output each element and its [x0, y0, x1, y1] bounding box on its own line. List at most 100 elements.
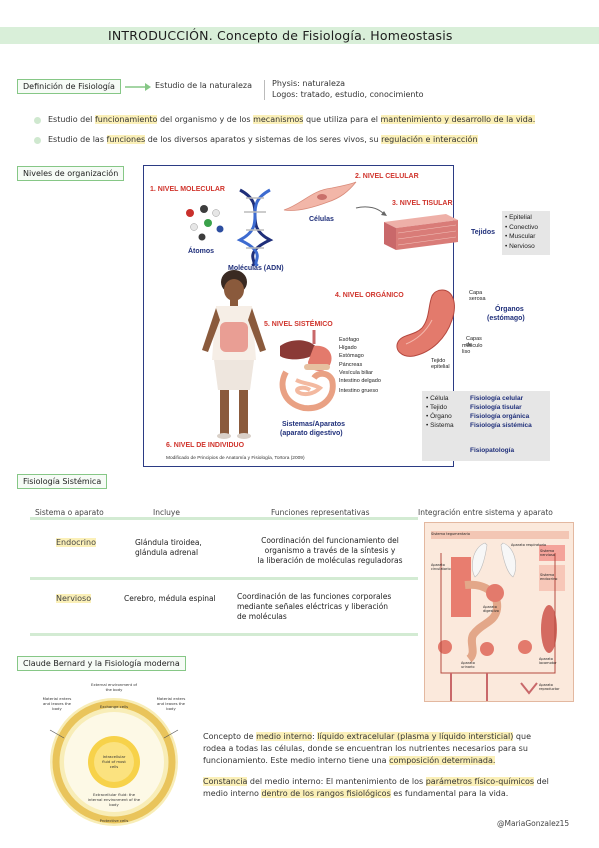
diagram-label: Sistema tegumentario — [431, 532, 471, 536]
diagram-label: Sistema nervioso — [540, 549, 555, 557]
title-band — [0, 27, 599, 44]
diagram-label: Aparato reproductor — [539, 683, 560, 691]
sistemas-label: Sistemas/Aparatos — [282, 421, 346, 428]
row-divider — [30, 633, 418, 636]
bullet-funcionamiento: Estudio del funcionamiento del organismo… — [48, 115, 536, 124]
incluye-line: Cerebro, médula espinal — [124, 594, 216, 603]
diagram-label: Aparato circulatorio — [431, 563, 451, 571]
dna-illustration — [236, 188, 274, 266]
figure-caption: Intracellular fluid of most cells — [102, 754, 126, 769]
girl-illustration — [202, 270, 266, 439]
celulas-label: Células — [309, 216, 334, 223]
constancia-paragraph: Constancia del medio interno: El manteni… — [203, 777, 549, 798]
moleculas-label: Moléculas (ADN) — [228, 265, 284, 272]
tejidos-list-box: • Epitelial • Conectivo • Muscular • Ner… — [502, 211, 550, 255]
musculo-liso-label: músculo liso — [462, 343, 483, 355]
figure-caption: External environment of the body — [90, 682, 137, 692]
organ-item: Esófago — [339, 337, 360, 343]
table-row-funciones: Coordinación del funcionamiento del orga… — [250, 536, 410, 566]
legend-item: • Tejido — [426, 404, 447, 411]
table-row-funciones: Coordinación de las funciones corporales… — [237, 592, 412, 622]
fisiopatologia-label: Fisiopatología — [470, 447, 515, 454]
table-row-incluye: Cerebro, médula espinal — [124, 594, 216, 604]
funcion-line: de moléculas — [237, 612, 287, 621]
arrow-icon — [355, 206, 387, 216]
bernard-label: Claude Bernard y la Fisiología moderna — [17, 656, 186, 671]
organ-item: Páncreas — [339, 361, 363, 368]
organos-label: Órganos — [495, 306, 524, 313]
figure-caption: Material enters and leaves the body — [42, 696, 72, 711]
watermark: @MariaGonzalez15 — [497, 819, 570, 828]
estomago-label: (estómago) — [487, 315, 525, 322]
definicion-label: Definición de Fisiología — [17, 79, 121, 94]
figure-caption: Extracellular fluid: the internal enviro… — [87, 792, 141, 807]
logos-def: Logos: tratado, estudio, conocimiento — [272, 90, 424, 99]
legend-item: • Célula — [426, 395, 449, 402]
atoms-illustration — [186, 205, 224, 241]
niveles-figure: 1. NIVEL MOLECULAR 2. NIVEL CELULAR 3. N… — [143, 165, 550, 467]
diagram-label: Aparato digestivo — [483, 605, 499, 613]
arrow-icon — [125, 83, 151, 91]
incluye-line: glándula adrenal — [135, 548, 199, 557]
funcion-line: Coordinación del funcionamiento del — [261, 536, 399, 545]
tejido-item: • Muscular — [505, 233, 536, 240]
funcion-line: la liberación de moléculas reguladoras — [257, 556, 403, 565]
col-header-incluye: Incluye — [153, 508, 180, 517]
bullet-dot — [34, 117, 41, 124]
legend-item: • Sistema — [426, 422, 454, 429]
capas-label: Capas de — [466, 336, 482, 348]
col-header-funciones: Funciones representativas — [271, 508, 370, 517]
organ-item: Vesícula biliar — [339, 369, 373, 376]
bullet-dot — [34, 137, 41, 144]
organ-item: Estómago — [339, 353, 364, 360]
legend-item: • Órgano — [426, 413, 452, 420]
funcion-line: organismo a través de la síntesis y — [264, 546, 396, 555]
table-row-sistema: Nervioso — [56, 594, 92, 603]
nivel-organico: 4. NIVEL ORGÁNICO — [335, 292, 404, 299]
integration-diagram: Sistema tegumentario Aparato respiratori… — [424, 522, 574, 702]
figure-caption: Material enters and leaves the body — [156, 696, 186, 711]
aparato-label: (aparato digestivo) — [280, 430, 343, 437]
digestive-system-illustration — [279, 330, 336, 412]
atomos-label: Átomos — [188, 248, 215, 255]
page-title: INTRODUCCIÓN. Concepto de Fisiología. Ho… — [108, 28, 453, 43]
legend-item: Fisiología orgánica — [470, 413, 530, 420]
tejidos-list: • Epitelial • Conectivo • Muscular • Ner… — [502, 211, 550, 251]
tejido-item: • Nervioso — [505, 242, 535, 250]
figure-caption: Protective cells — [99, 818, 129, 823]
row-divider — [30, 577, 418, 580]
diagram-label: Sistema endocrino — [540, 573, 558, 581]
capa-serosa-label: Capa serosa — [469, 290, 486, 302]
tejido-epitelial-label: Tejido epitelial — [431, 358, 450, 370]
col-header-integracion: Integración entre sistema y aparato — [418, 508, 553, 517]
funcion-line: mediante señales eléctricas y liberación — [237, 602, 389, 611]
organ-item: Intestino delgado — [339, 378, 381, 385]
diagram-label: Aparato respiratorio — [511, 543, 547, 547]
organ-item: Hígado — [339, 345, 357, 352]
table-row-incluye: Glándula tiroidea, glándula adrenal — [135, 538, 202, 558]
sistemica-label: Fisiología Sistémica — [17, 474, 108, 489]
tejidos-label: Tejidos — [471, 229, 495, 236]
figure-caption: Exchange cells — [99, 704, 129, 709]
nivel-sistemico: 5. NIVEL SISTÉMICO — [264, 321, 333, 328]
figure-credit: Modificado de Principios de Anatomía y F… — [166, 456, 305, 461]
organ-item: Intestino grueso — [339, 388, 379, 395]
internal-environment-illustration — [49, 698, 179, 826]
integration-illustration — [431, 531, 569, 701]
estudio-naturaleza: Estudio de la naturaleza — [155, 81, 252, 90]
diagram-label: Aparato urinario — [461, 661, 475, 669]
legend-item: Fisiología tisular — [470, 404, 522, 411]
bernard-figure: External environment of the body Materia… — [40, 680, 188, 830]
physis-def: Physis: naturaleza — [272, 79, 346, 88]
stomach-illustration — [396, 289, 455, 357]
tejido-item: • Conectivo — [505, 223, 538, 231]
nivel-tisular: 3. NIVEL TISULAR — [392, 200, 453, 207]
tissue-illustration — [384, 214, 458, 250]
cell-illustration — [283, 181, 357, 211]
header-divider — [30, 517, 418, 520]
nivel-individuo: 6. NIVEL DE INDIVIDUO — [166, 442, 245, 449]
funcion-line: Coordinación de las funciones corporales — [237, 592, 392, 601]
organs-list: Esófago Hígado Estómago Páncreas Vesícul… — [339, 336, 381, 395]
medio-interno-paragraph: Concepto de medio interno: líquido extra… — [203, 732, 531, 765]
legend-item: Fisiología celular — [470, 395, 524, 402]
